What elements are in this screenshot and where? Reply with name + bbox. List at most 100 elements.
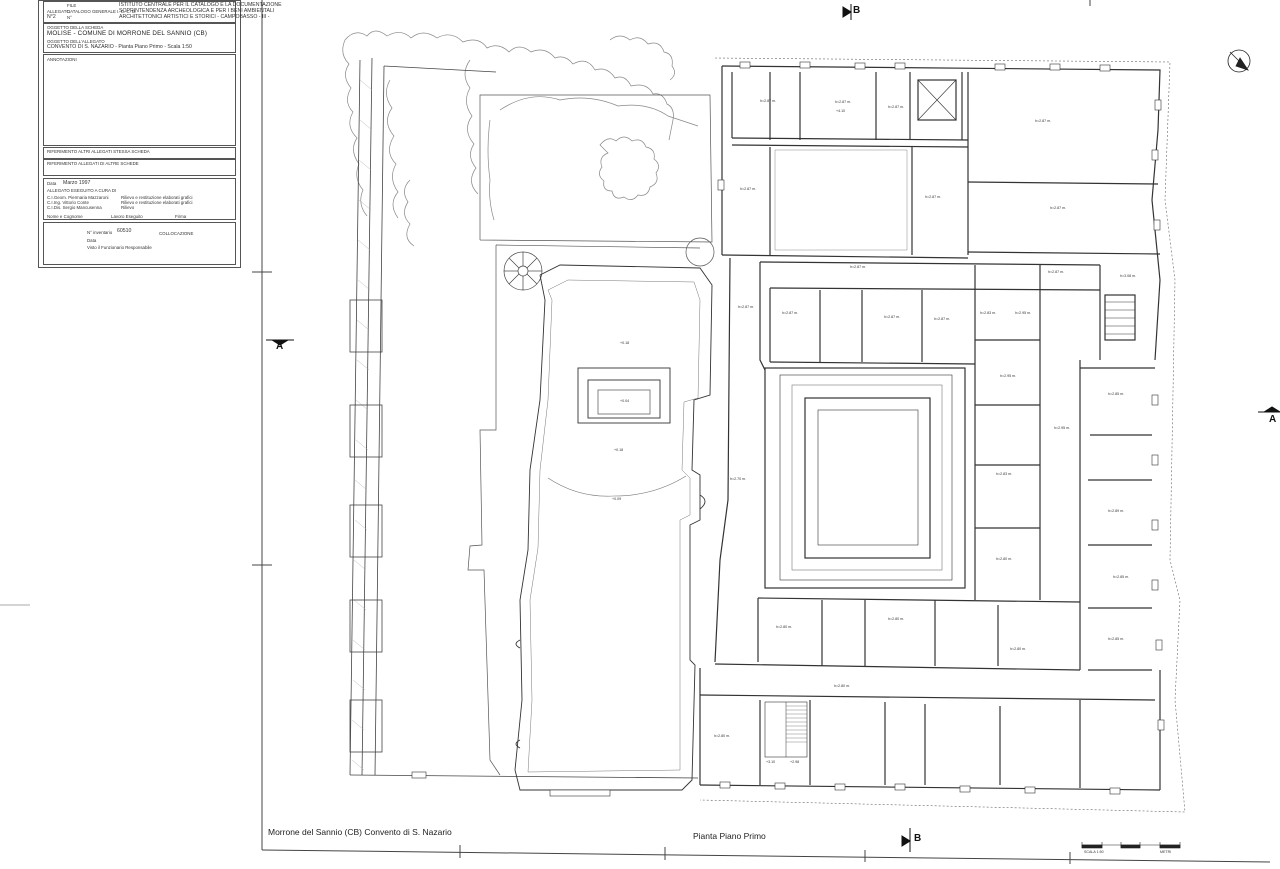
rif-stessa-box <box>43 147 236 159</box>
file-label: FILE <box>67 3 77 8</box>
garden-paths <box>467 94 715 776</box>
room-label: h=2.87 m. <box>782 311 799 315</box>
level-label: +2.98 <box>790 760 800 764</box>
level-label: +3.10 <box>766 760 776 764</box>
catalogo-number: N° <box>67 15 72 20</box>
room-label: h=2.87 m. <box>850 265 867 269</box>
spiral-stair <box>503 251 543 291</box>
room-label: h=2.89 m. <box>1108 509 1125 513</box>
rif-altre-label: RIFERIMENTO ALLEGATI DI ALTRE SCHEDE <box>47 161 139 166</box>
section-a-right: A <box>1269 414 1277 425</box>
firma-label: Firma <box>175 214 187 219</box>
windows <box>411 61 1165 797</box>
section-a-left: A <box>276 341 284 352</box>
room-label: h=2.87 m. <box>738 305 755 309</box>
author-1: C.I.Geom. Piermaria Mazzaroni <box>47 195 109 200</box>
level-label: +0.18 <box>614 448 624 452</box>
wall-hatch <box>351 79 373 771</box>
collocazione-label: COLLOCAZIONE <box>159 231 194 236</box>
room-label: h=2.95 m. <box>1054 426 1071 430</box>
card-oggetto-box <box>43 23 236 53</box>
room-label: h=2.85 m. <box>1108 637 1125 641</box>
data-label: Data <box>47 181 57 186</box>
author-2: C.I.Ing. Vittorio Conte <box>47 200 89 205</box>
institute-line-2: SOPRINTENDENZA ARCHEOLOGICA E PER I BENI… <box>119 8 275 14</box>
institute-line-3: ARCHITETTONICI ARTISTICI E STORICI - CAM… <box>119 14 270 20</box>
garden-wall <box>349 57 699 779</box>
room-label: h=2.87 m. <box>1050 206 1067 210</box>
annotazioni-label: ANNOTAZIONI <box>47 57 77 62</box>
author-3: C.I.Dis. Sergio Mancusenna <box>47 205 102 210</box>
room-label: h=2.95 m. <box>1015 311 1032 315</box>
author-role-1: Rilievo e restituzione elaborati grafici <box>121 195 193 200</box>
room-label: h=2.80 m. <box>996 557 1013 561</box>
inventario-label: N° inventario <box>87 230 113 235</box>
nave-outline <box>514 264 713 791</box>
section-marks <box>266 4 1280 852</box>
south-stair-treads <box>786 705 807 743</box>
room-label: h=2.85 m. <box>1113 575 1130 579</box>
scale-unit: METRI <box>1160 850 1172 854</box>
catalog-card: ALLEGATO N°2 FILE CATALOGO GENERALE I. C… <box>38 0 282 268</box>
annotazioni-box <box>43 54 236 146</box>
data-value: Marzo 1997 <box>63 180 91 186</box>
institute-line-1: ISTITUTO CENTRALE PER IL CATALOGO E LA D… <box>119 2 282 8</box>
catalogo-label: CATALOGO GENERALE I. C. C. D. <box>67 9 137 14</box>
card-header-row <box>43 1 236 23</box>
room-label: h=2.80 m. <box>834 684 851 688</box>
oggetto-allegato-label: OGGETTO DELL'ALLEGATO <box>47 39 105 44</box>
section-b-top: B <box>853 5 861 16</box>
level-label: +0.18 <box>620 341 630 345</box>
room-label: h=2.80 m. <box>714 734 731 738</box>
level-label: +4.10 <box>836 109 846 113</box>
rif-altre-box <box>43 159 236 176</box>
room-label: h=2.83 m. <box>996 472 1013 476</box>
room-label: h=2.87 m. <box>888 105 905 109</box>
rif-stessa-label: RIFERIMENTO ALTRI ALLEGATI STESSA SCHEDA <box>47 149 150 154</box>
lavoro-label: Lavoro Eseguito <box>111 214 143 219</box>
room-label: h=2.70 m. <box>730 477 747 481</box>
authors-box <box>43 178 236 220</box>
nome-label: Nome e Cognome <box>47 214 83 219</box>
drawing-title-left: Morrone del Sannio (CB) Convento di S. N… <box>268 827 452 837</box>
room-label: h=2.83 m. <box>980 311 997 315</box>
section-b-bottom: B <box>914 833 922 844</box>
garden-vegetation <box>342 30 699 247</box>
oggetto-scheda: MOLISE - COMUNE DI MORRONE DEL SANNIO (C… <box>47 30 208 37</box>
oggetto-allegato: CONVENTO DI S. NAZARIO - Pianta Piano Pr… <box>47 44 192 50</box>
room-label: h=2.87 m. <box>1048 270 1065 274</box>
visto-label: Visto il Funzionario Responsabile <box>87 245 152 250</box>
inventario-box <box>43 222 236 265</box>
wall-buttresses <box>349 299 383 753</box>
author-role-3: Rilievo <box>121 205 135 210</box>
eseguito-label: ALLEGATO ESEGUITO A CURA DI <box>47 188 117 193</box>
drawing-title-center: Pianta Piano Primo <box>693 831 766 841</box>
north-arrow-icon <box>1227 49 1251 73</box>
oggetto-scheda-label: OGGETTO DELLA SCHEDA <box>47 25 104 30</box>
author-role-2: Rilievo e restituzione elaborati grafici <box>121 200 193 205</box>
room-label: h=2.87 m. <box>760 99 777 103</box>
scale-bar <box>1081 842 1181 849</box>
room-label: h=2.95 m. <box>1000 374 1017 378</box>
room-label: h=2.87 m. <box>740 187 757 191</box>
room-label: h=3.08 m. <box>1120 274 1137 278</box>
building-walls <box>699 65 1161 791</box>
level-label: +0.04 <box>620 399 630 403</box>
room-label: h=2.87 m. <box>835 100 852 104</box>
inventario-value: 60510 <box>117 228 132 234</box>
room-label: h=2.87 m. <box>884 315 901 319</box>
room-label: h=2.80 m. <box>888 617 905 621</box>
room-label: h=2.87 m. <box>934 317 951 321</box>
allegato-label: ALLEGATO <box>47 9 70 14</box>
building-boundary <box>699 57 1186 813</box>
level-label: +0.09 <box>612 497 622 501</box>
room-label: h=2.80 m. <box>1010 647 1027 651</box>
data2-label: Data <box>87 238 97 243</box>
room-label: h=2.80 m. <box>776 625 793 629</box>
room-label: h=2.85 m. <box>1108 392 1125 396</box>
allegato-number: N°2 <box>47 14 56 20</box>
room-label: h=2.87 m. <box>1035 119 1052 123</box>
